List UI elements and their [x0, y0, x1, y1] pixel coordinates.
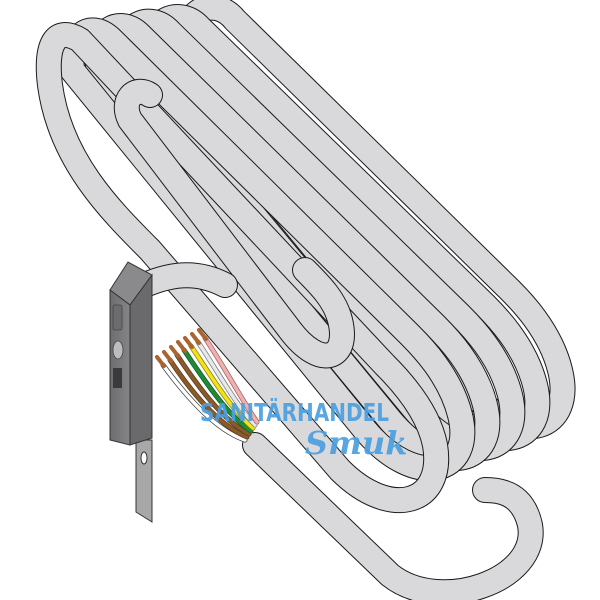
coil-loop-2: [35, 22, 450, 514]
bracket-hole: [140, 451, 148, 465]
cable-coil: [35, 0, 576, 600]
cable-lead-front: [242, 432, 544, 600]
coil-inner-loop: [113, 78, 355, 369]
sensor-housing: [109, 261, 153, 523]
housing-window: [112, 304, 123, 331]
stripped-wires: [160, 335, 260, 443]
copper-tips: [155, 328, 208, 368]
housing-side: [129, 273, 153, 446]
label-barcode: [113, 368, 122, 388]
cable-lead-housing: [132, 262, 238, 298]
sensor-lens: [112, 340, 124, 360]
